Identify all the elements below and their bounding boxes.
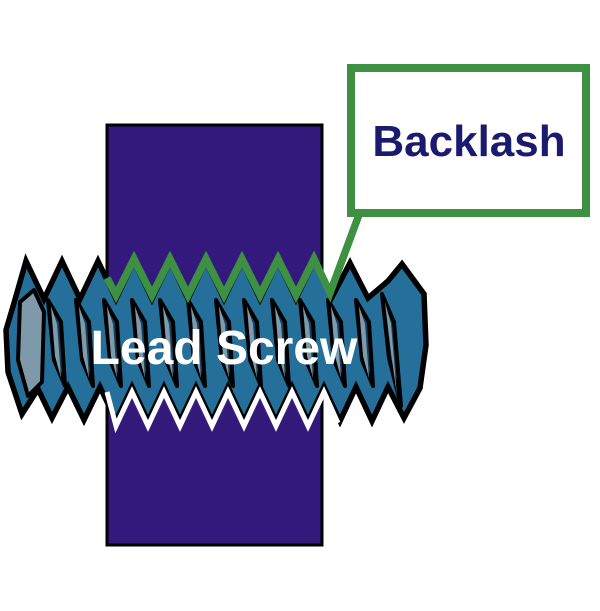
screw-end-face <box>16 288 46 398</box>
thread-groove <box>298 298 319 388</box>
thread-groove <box>242 298 263 388</box>
thread-groove <box>158 298 179 388</box>
thread-groove <box>186 298 207 388</box>
thread-groove <box>326 298 347 388</box>
thread-groove <box>130 298 151 388</box>
thread-gap-bottom <box>104 386 341 434</box>
thread-groove <box>214 298 235 388</box>
thread-groove <box>46 298 67 388</box>
lead-screw: Lead Screw <box>3 253 429 428</box>
backlash-callout: Backlash <box>347 64 590 217</box>
thread-groove <box>354 298 375 388</box>
backlash-gap-top <box>103 210 364 304</box>
callout-box <box>347 64 590 217</box>
lead-screw-label: Lead Screw <box>91 322 358 375</box>
thread-groove <box>380 292 403 408</box>
thread-groove <box>270 298 291 388</box>
thread-groove <box>102 298 123 388</box>
thread-groove <box>74 298 95 388</box>
thread-grooves <box>46 292 403 408</box>
backlash-label: Backlash <box>372 117 565 166</box>
